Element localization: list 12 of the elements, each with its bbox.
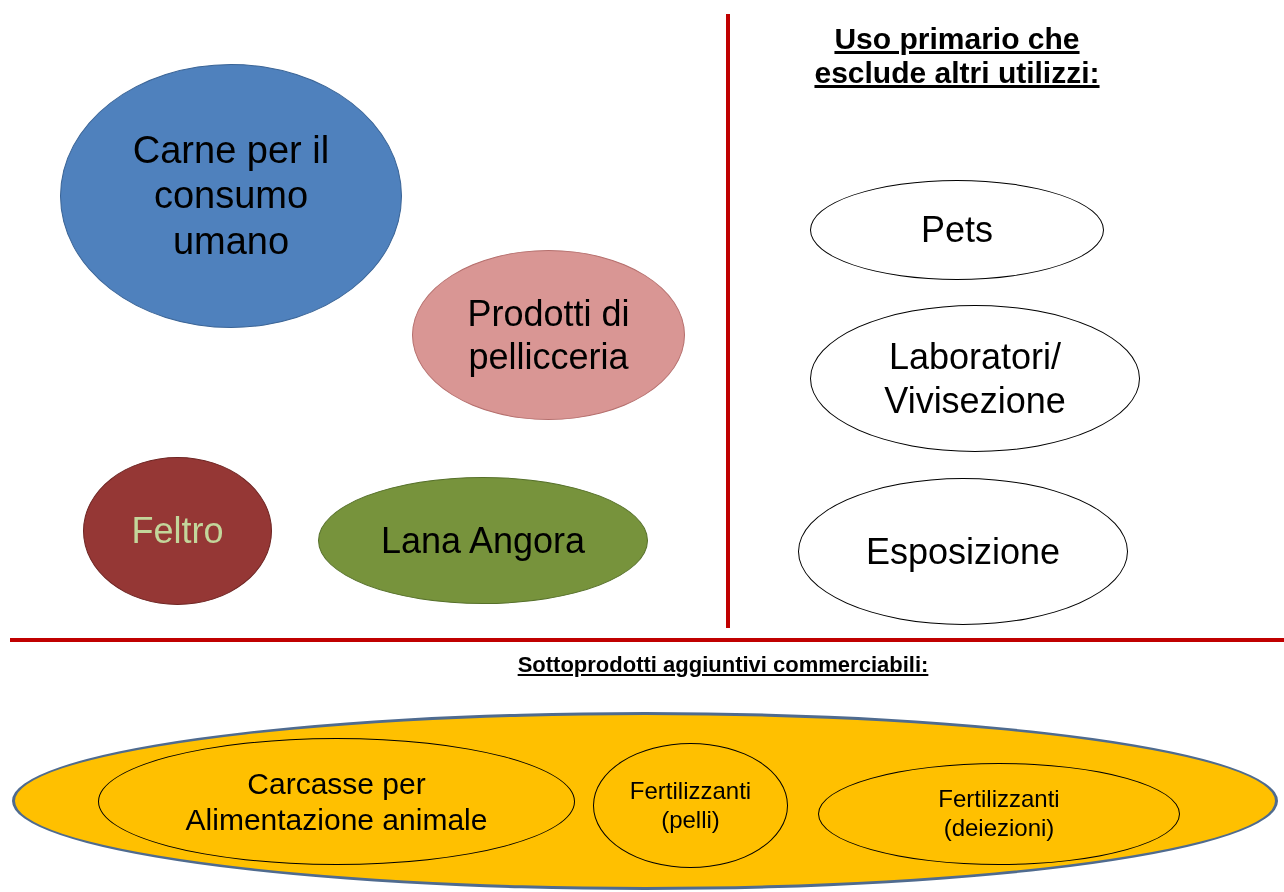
category-ellipse: Lana Angora (318, 477, 648, 604)
category-ellipse: Carne per il consumo umano (60, 64, 402, 328)
category-ellipse: Fertilizzanti (deiezioni) (818, 763, 1180, 865)
section-heading: Uso primario che esclude altri utilizzi: (813, 22, 1101, 90)
category-ellipse: Fertilizzanti (pelli) (593, 743, 788, 868)
category-ellipse: Prodotti di pellicceria (412, 250, 685, 420)
category-ellipse: Feltro (83, 457, 272, 605)
category-ellipse: Esposizione (798, 478, 1128, 625)
section-heading: Sottoprodotti aggiuntivi commerciabili: (516, 652, 930, 678)
category-ellipse: Carcasse per Alimentazione animale (98, 738, 575, 865)
category-ellipse: Laboratori/ Vivisezione (810, 305, 1140, 452)
category-ellipse: Pets (810, 180, 1104, 280)
